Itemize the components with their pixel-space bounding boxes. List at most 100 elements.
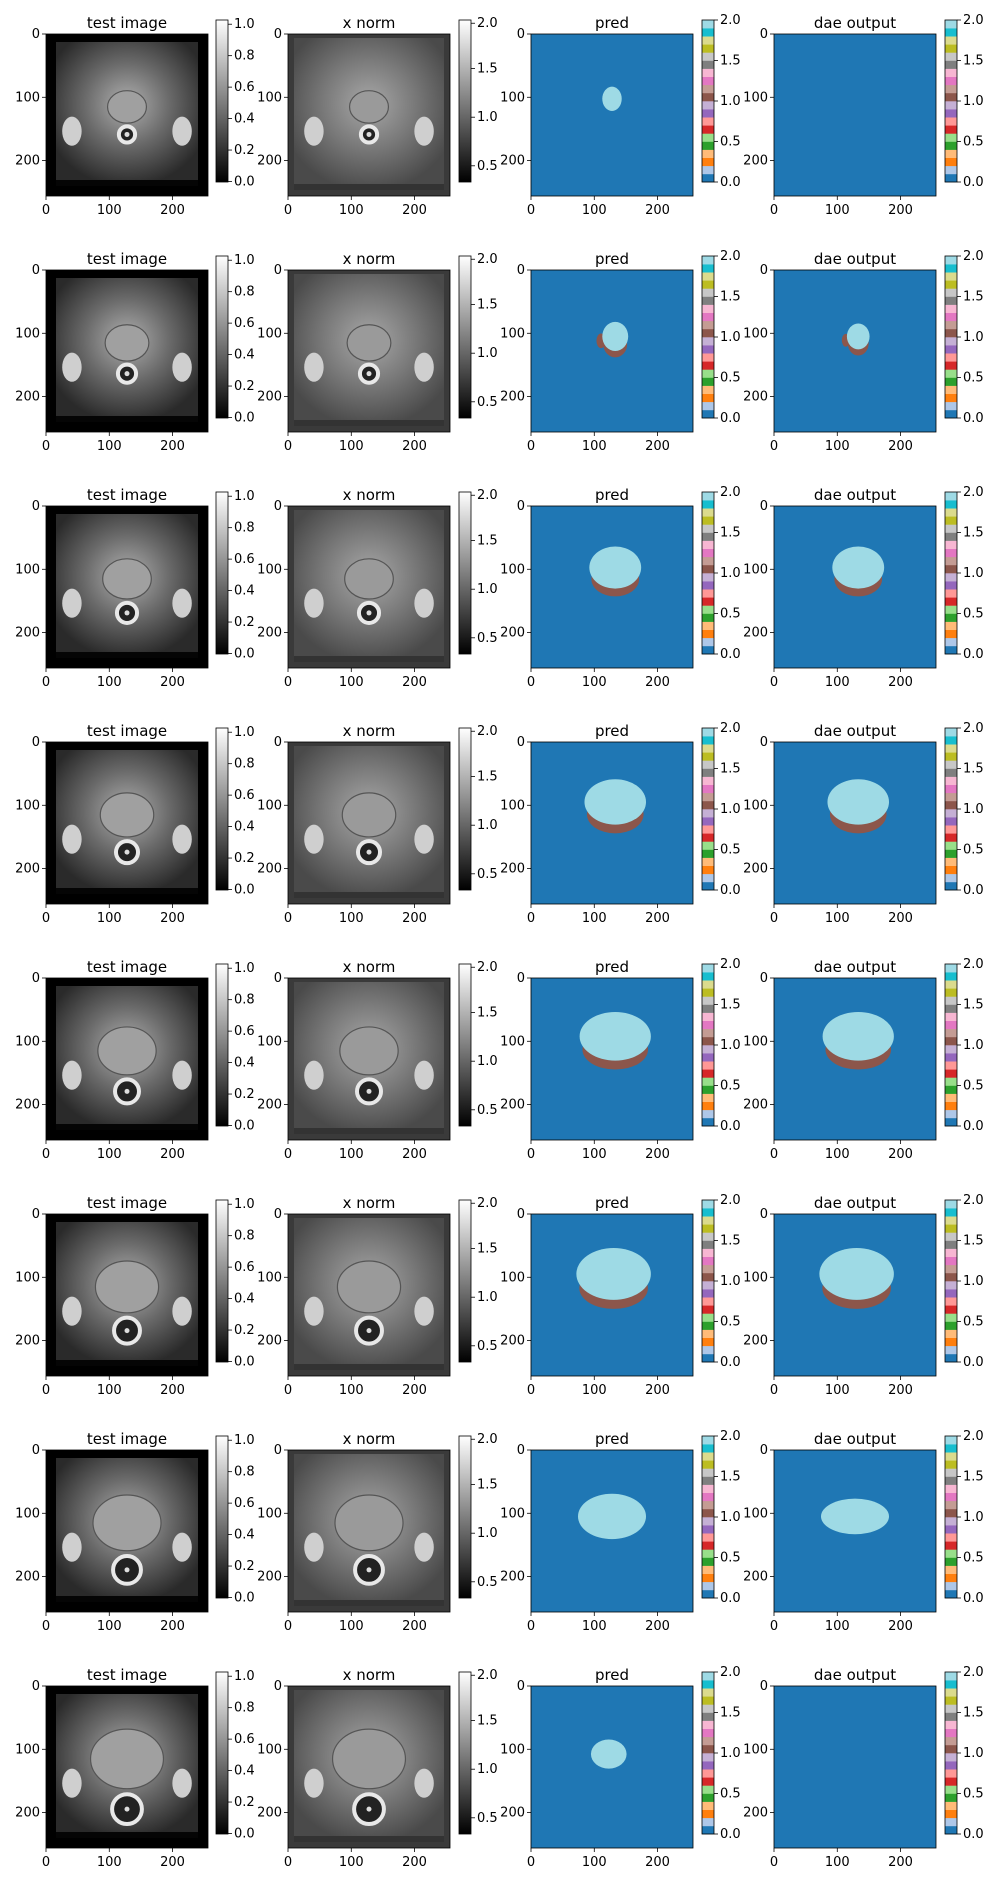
- pred-colorbar-swatch: [702, 1053, 714, 1062]
- dae-colorbar-swatch: [945, 776, 957, 785]
- pred-colorbar-swatch: [702, 784, 714, 794]
- test-colorbar-label: 0.8: [234, 1465, 255, 1480]
- pred-colorbar-swatch: [702, 312, 714, 322]
- xnorm-axis-frame: [287, 505, 451, 669]
- pred-colorbar-swatch: [702, 800, 714, 810]
- pred-colorbar-label: 0.5: [720, 135, 741, 150]
- pred-class2-region: [589, 546, 642, 589]
- dae-axis-frame: [773, 1449, 937, 1613]
- pred-colorbar-label: 0.0: [720, 411, 741, 426]
- dae-axis-xtick-label: 0: [770, 1147, 778, 1162]
- femur-left: [304, 1768, 324, 1798]
- dae-colorbar-swatch: [945, 1200, 957, 1209]
- test-axis-frame: [45, 269, 209, 433]
- pred-colorbar-swatch: [702, 173, 714, 183]
- pred-axis-ytick-label: 100: [500, 326, 525, 341]
- pred-colorbar-swatch: [702, 1525, 714, 1534]
- test-axis-xtick-label: 200: [160, 1383, 185, 1398]
- rectum-center: [124, 849, 130, 855]
- xnorm-colorbar-label: 1.0: [477, 110, 498, 125]
- dae-axis-ytick-label: 100: [743, 1742, 768, 1757]
- mri-edge: [56, 416, 198, 422]
- dae-colorbar-swatch: [945, 857, 957, 866]
- rectum-center: [366, 1088, 372, 1094]
- dae-colorbar-label: 1.0: [963, 1746, 984, 1761]
- pred-colorbar-swatch: [702, 524, 714, 533]
- dae-colorbar-swatch: [945, 573, 957, 582]
- dae-colorbar-swatch: [945, 1525, 957, 1534]
- test-colorbar-label: 1.0: [234, 1433, 255, 1448]
- pred-axis-ytick-label: 200: [500, 390, 525, 405]
- test-colorbar-label: 0.2: [234, 615, 255, 630]
- test-axis-ytick-label: 100: [15, 326, 40, 341]
- pred-colorbar-swatch: [702, 1589, 714, 1599]
- test-colorbar-label: 0.4: [234, 820, 255, 835]
- pred-colorbar-swatch: [702, 964, 714, 973]
- pred-colorbar-swatch: [702, 1061, 714, 1070]
- xnorm-colorbar-label: 2.0: [477, 252, 498, 267]
- xnorm-colorbar: [458, 1199, 472, 1363]
- dae-colorbar-swatch: [945, 760, 957, 769]
- xnorm-axis-xtick-label: 100: [339, 1855, 364, 1870]
- dae-axis-ytick-label: 100: [743, 562, 768, 577]
- rectum-center: [124, 1806, 130, 1812]
- dae-axis-xtick-label: 0: [770, 439, 778, 454]
- dae-axis-frame: [773, 1213, 937, 1377]
- xnorm-axis-ytick-label: 200: [257, 154, 282, 169]
- dae-colorbar-swatch: [945, 728, 957, 737]
- dae-colorbar-swatch: [945, 1500, 957, 1510]
- test-colorbar-label: 0.4: [234, 584, 255, 599]
- femur-left: [304, 1296, 324, 1326]
- pred-colorbar-swatch: [702, 393, 714, 403]
- mri-edge: [294, 1128, 444, 1134]
- test-axis-ytick-label: 200: [15, 862, 40, 877]
- dae-colorbar-swatch: [945, 1321, 957, 1330]
- pred-colorbar-swatch: [702, 264, 714, 273]
- pred-colorbar-swatch: [702, 1208, 714, 1217]
- femur-left: [62, 1296, 82, 1326]
- pred-colorbar-swatch: [702, 1517, 714, 1526]
- xnorm-axis-xtick-label: 100: [339, 1383, 364, 1398]
- pred-colorbar-swatch: [702, 728, 714, 737]
- pred-colorbar-swatch: [702, 133, 714, 142]
- rectum-center: [366, 849, 372, 855]
- pred-colorbar-swatch: [702, 865, 714, 875]
- dae-axis-ytick-label: 0: [760, 1207, 768, 1222]
- dae-colorbar-label: 0.0: [963, 1591, 984, 1606]
- pred-axis-ytick-label: 200: [500, 1334, 525, 1349]
- dae-colorbar-swatch: [945, 1825, 957, 1835]
- pred-colorbar-swatch: [702, 1289, 714, 1298]
- test-colorbar-label: 0.4: [234, 1528, 255, 1543]
- pred-axis-ytick-label: 0: [517, 1207, 525, 1222]
- xnorm-colorbar-label: 1.5: [477, 1006, 498, 1021]
- test-colorbar: [215, 963, 229, 1127]
- pred-colorbar-swatch: [702, 353, 714, 362]
- dae-axis-xtick-label: 0: [770, 203, 778, 218]
- dae-colorbar-swatch: [945, 1329, 957, 1338]
- pred-axis-xtick-label: 100: [582, 911, 607, 926]
- pred-colorbar-swatch: [702, 792, 714, 802]
- pred-colorbar-swatch: [702, 20, 714, 29]
- dae-colorbar-swatch: [945, 1680, 957, 1689]
- pred-colorbar-swatch: [702, 1272, 714, 1282]
- xnorm-colorbar: [458, 19, 472, 183]
- test-colorbar-label: 0.0: [234, 883, 255, 898]
- pred-colorbar-swatch: [702, 149, 714, 158]
- xnorm-axis-ytick-label: 100: [257, 1506, 282, 1521]
- pred-colorbar-swatch: [702, 84, 714, 94]
- xnorm-colorbar-label: 1.5: [477, 534, 498, 549]
- xnorm-title: x norm: [343, 958, 396, 976]
- dae-axis-ytick-label: 200: [743, 626, 768, 641]
- xnorm-title: x norm: [343, 486, 396, 504]
- test-axis-xtick-label: 200: [160, 1147, 185, 1162]
- prostate-region: [97, 1026, 157, 1076]
- test-colorbar-label: 1.0: [234, 961, 255, 976]
- pred-axis-xtick-label: 0: [527, 911, 535, 926]
- xnorm-axis-xtick-label: 0: [284, 1147, 292, 1162]
- pred-colorbar-swatch: [702, 1801, 714, 1810]
- pred-colorbar-label: 1.0: [720, 1274, 741, 1289]
- dae-axis-ytick-label: 100: [743, 1034, 768, 1049]
